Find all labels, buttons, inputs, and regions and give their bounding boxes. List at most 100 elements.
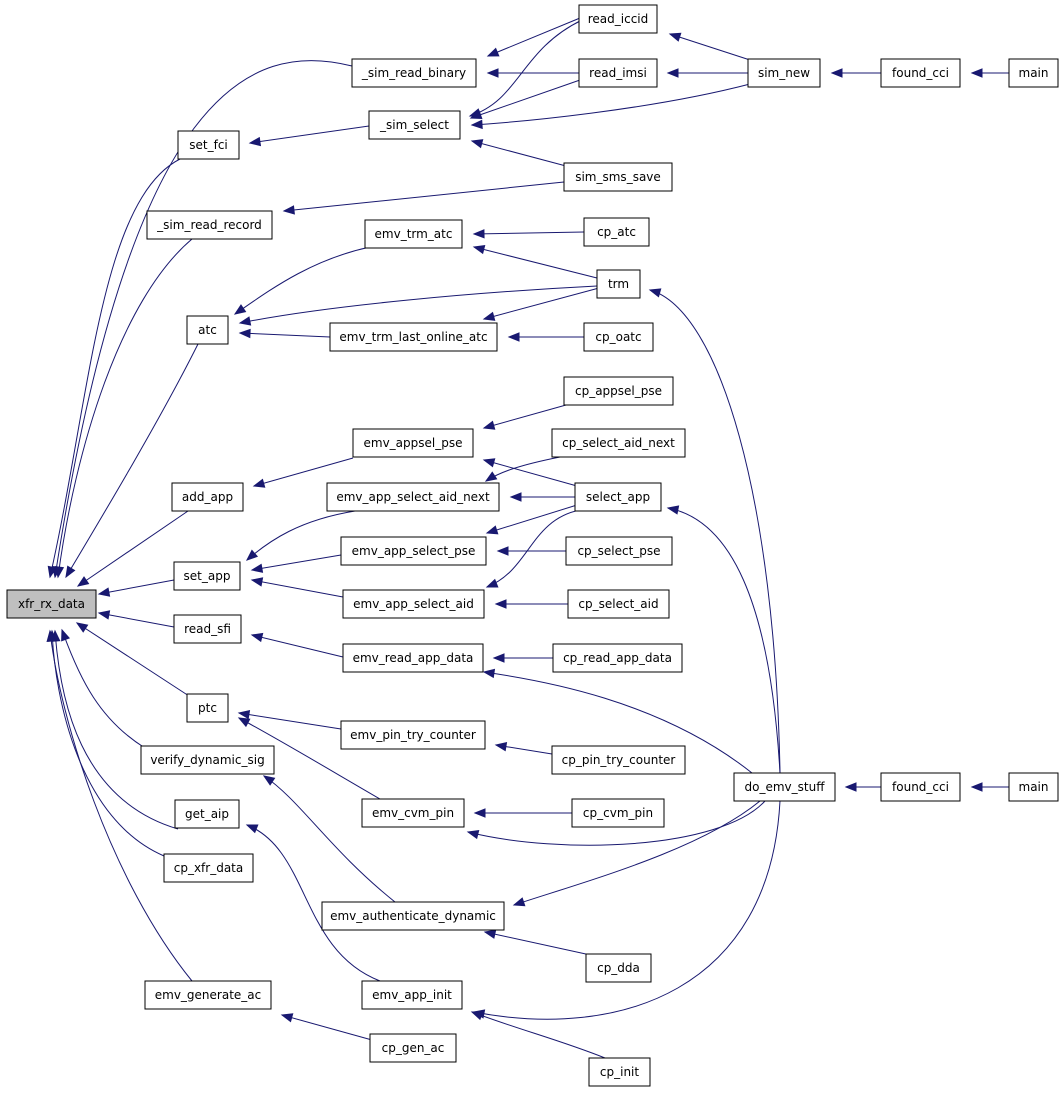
edge-cp_atc-to-emv_trm_atc — [472, 229, 585, 239]
node-label: found_cci — [892, 780, 949, 794]
edge-cp_oatc-to-emv_trm_last_online_atc — [507, 332, 584, 342]
node-emv-read-app-data[interactable]: emv_read_app_data — [342, 643, 484, 673]
node-label: verify_dynamic_sig — [150, 753, 264, 767]
node--sim-read-binary[interactable]: _sim_read_binary — [351, 58, 477, 88]
node-label: cp_oatc — [595, 330, 641, 344]
node-emv-appsel-pse[interactable]: emv_appsel_pse — [352, 428, 474, 458]
edge-select_app-to-emv_app_select_aid — [485, 509, 581, 588]
node-label: emv_generate_ac — [155, 988, 262, 1002]
node-emv-trm-last-online-atc[interactable]: emv_trm_last_online_atc — [329, 322, 498, 352]
node-trm[interactable]: trm — [596, 269, 641, 299]
edge-set_fci-to-xfr_rx_data — [47, 158, 181, 579]
edge-cp_select_aid_next-to-emv_app_select_aid_next — [484, 456, 561, 482]
node-label: emv_authenticate_dynamic — [330, 909, 496, 923]
node-emv-cvm-pin[interactable]: emv_cvm_pin — [361, 798, 465, 828]
node-cp-atc[interactable]: cp_atc — [583, 217, 650, 247]
node-cp-xfr-data[interactable]: cp_xfr_data — [163, 853, 254, 883]
node-emv-app-select-aid[interactable]: emv_app_select_aid — [342, 589, 485, 619]
node-cp-appsel-pse[interactable]: cp_appsel_pse — [563, 376, 674, 406]
node-set-fci[interactable]: set_fci — [177, 130, 240, 160]
node-found-cci-2[interactable]: found_cci — [880, 772, 961, 802]
node--sim-select[interactable]: _sim_select — [368, 110, 461, 140]
node-cp-dda[interactable]: cp_dda — [585, 953, 652, 983]
node-get-aip[interactable]: get_aip — [174, 799, 240, 829]
edge-read_imsi-to-_sim_select — [469, 79, 581, 120]
node-cp-oatc[interactable]: cp_oatc — [583, 322, 654, 352]
node-emv-app-init[interactable]: emv_app_init — [361, 980, 463, 1010]
node-read-sfi[interactable]: read_sfi — [173, 614, 242, 644]
node-cp-init[interactable]: cp_init — [588, 1057, 651, 1087]
edge-cp_appsel_pse-to-emv_appsel_pse — [482, 404, 567, 430]
node-set-app[interactable]: set_app — [173, 561, 241, 591]
node-label: select_app — [586, 490, 650, 504]
edge-read_iccid-to-_sim_read_binary — [486, 17, 581, 57]
node-main-2[interactable]: main — [1008, 772, 1059, 802]
node-do-emv-stuff[interactable]: do_emv_stuff — [733, 772, 836, 802]
node-label: main — [1019, 66, 1049, 80]
edge-do_emv_stuff-to-trm — [648, 288, 781, 774]
node-emv-trm-atc[interactable]: emv_trm_atc — [364, 219, 463, 249]
node-cp-read-app-data[interactable]: cp_read_app_data — [552, 643, 683, 673]
edge-read_sfi-to-xfr_rx_data — [97, 610, 175, 628]
edge-emv_appsel_pse-to-add_app — [252, 457, 354, 488]
node-cp-select-pse[interactable]: cp_select_pse — [565, 536, 673, 566]
edge-cp_cvm_pin-to-emv_cvm_pin — [473, 808, 572, 818]
node-select-app[interactable]: select_app — [574, 482, 662, 512]
node-emv-authenticate-dynamic[interactable]: emv_authenticate_dynamic — [321, 901, 505, 931]
edge-add_app-to-xfr_rx_data — [76, 510, 189, 587]
edge-cp_gen_ac-to-emv_generate_ac — [280, 1013, 373, 1041]
edge-cp_init-to-emv_app_init — [470, 1011, 606, 1059]
node--sim-read-record[interactable]: _sim_read_record — [146, 210, 273, 240]
node-label: _sim_select — [379, 118, 449, 132]
node-verify-dynamic-sig[interactable]: verify_dynamic_sig — [140, 745, 275, 775]
node-label: set_fci — [189, 138, 228, 152]
node-cp-cvm-pin[interactable]: cp_cvm_pin — [571, 798, 665, 828]
node-label: get_aip — [185, 807, 229, 821]
node-add-app[interactable]: add_app — [171, 482, 244, 512]
edge-cp_select_aid-to-emv_app_select_aid — [494, 599, 568, 609]
node-label: sim_sms_save — [575, 170, 661, 184]
node-label: emv_trm_atc — [375, 227, 453, 241]
node-label: sim_new — [758, 66, 810, 80]
node-ptc[interactable]: ptc — [186, 693, 229, 723]
edge-sim_new-to-_sim_select — [470, 83, 751, 130]
node-sim-sms-save[interactable]: sim_sms_save — [563, 162, 673, 192]
edge-trm-to-atc — [238, 285, 598, 326]
node-emv-generate-ac[interactable]: emv_generate_ac — [144, 980, 272, 1010]
node-read-iccid[interactable]: read_iccid — [578, 4, 658, 34]
node-label: emv_cvm_pin — [372, 806, 454, 820]
node-found-cci-1[interactable]: found_cci — [880, 58, 961, 88]
edge-cp_pin_try_counter-to-emv_pin_try_counter — [494, 741, 553, 755]
node-label: atc — [198, 323, 217, 337]
node-emv-app-select-aid-next[interactable]: emv_app_select_aid_next — [326, 482, 500, 512]
edge-found_cci_1-to-sim_new — [830, 68, 881, 78]
edges-layer — [46, 17, 1009, 1059]
node-label: cp_atc — [597, 225, 636, 239]
node-label: emv_app_init — [372, 988, 452, 1002]
node-read-imsi[interactable]: read_imsi — [578, 58, 658, 88]
node-sim-new[interactable]: sim_new — [747, 58, 821, 88]
node-label: cp_cvm_pin — [583, 806, 653, 820]
node-emv-app-select-pse[interactable]: emv_app_select_pse — [340, 536, 487, 566]
edge-select_app-to-emv_appsel_pse — [482, 458, 578, 487]
edge-do_emv_stuff-to-emv_app_init — [472, 800, 781, 1020]
edge-sim_sms_save-to-_sim_read_record — [282, 181, 565, 215]
node-xfr-rx-data[interactable]: xfr_rx_data — [6, 589, 97, 619]
node-emv-pin-try-counter[interactable]: emv_pin_try_counter — [340, 720, 486, 750]
edge-emv_authenticate_dynamic-to-verify_dynamic_sig — [262, 775, 396, 903]
node-label: found_cci — [892, 66, 949, 80]
edge-emv_trm_atc-to-atc — [233, 246, 371, 315]
edge-cp_dda-to-emv_authenticate_dynamic — [483, 929, 596, 957]
node-label: emv_app_select_aid — [353, 597, 474, 611]
node-cp-gen-ac[interactable]: cp_gen_ac — [369, 1033, 457, 1063]
edge-emv_pin_try_counter-to-ptc — [237, 709, 342, 730]
node-cp-select-aid-next[interactable]: cp_select_aid_next — [551, 428, 686, 458]
node-cp-pin-try-counter[interactable]: cp_pin_try_counter — [551, 745, 686, 775]
node-atc[interactable]: atc — [186, 315, 229, 345]
edge-set_app-to-xfr_rx_data — [97, 579, 175, 597]
node-cp-select-aid[interactable]: cp_select_aid — [567, 589, 670, 619]
edge-emv_app_init-to-get_aip — [245, 824, 381, 982]
edge-emv_generate_ac-to-xfr_rx_data — [46, 629, 193, 982]
node-main-1[interactable]: main — [1008, 58, 1059, 88]
edge-read_iccid-to-_sim_select — [468, 19, 583, 118]
